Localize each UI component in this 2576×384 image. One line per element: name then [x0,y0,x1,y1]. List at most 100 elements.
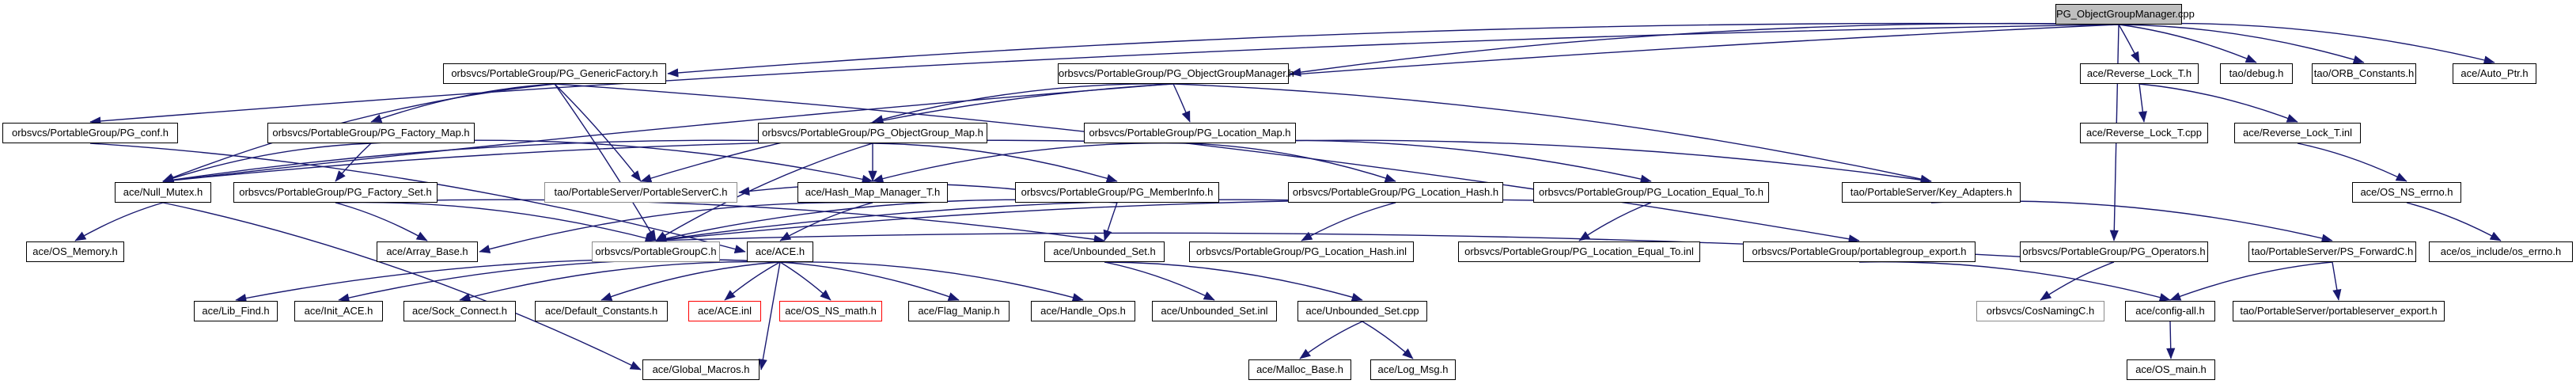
node-ace-default-constants-h[interactable]: ace/Default_Constants.h [535,301,668,321]
edge-aceh-to-flagman [779,261,960,301]
node-orbsvcs-portablegroup-pg-memberinfo-h[interactable]: orbsvcs/PortableGroup/PG_MemberInfo.h [1015,182,1219,203]
edge-cpp-to-ogmh [1290,22,2120,77]
node-orbsvcs-portablegroup-pg-location-hash-h[interactable]: orbsvcs/PortableGroup/PG_Location_Hash.h [1288,182,1503,203]
node-ace-os-main-h[interactable]: ace/OS_main.h [2127,359,2215,380]
node-ace-config-all-h[interactable]: ace/config-all.h [2125,301,2215,321]
edge-cpp-to-revh [2118,24,2140,63]
node-orbsvcs-portablegroupc-h[interactable]: orbsvcs/PortableGroupC.h [592,241,720,262]
edge-cpp-to-orbc [2118,24,2365,64]
node-ace-ace-h[interactable]: ace/ACE.h [747,241,813,262]
edge-aceh-to-sockconn [459,260,781,302]
node-ace-unbounded-set-inl[interactable]: ace/Unbounded_Set.inl [1152,301,1277,321]
edge-aceh-to-libfind [235,258,781,302]
edge-cpp-to-conf [89,24,2120,126]
node-ace-os-ns-errno-h[interactable]: ace/OS_NS_errno.h [2352,182,2461,203]
edge-ogmh-to-keyad [1172,83,1932,184]
node-ace-global-macros-h[interactable]: ace/Global_Macros.h [642,359,760,380]
edge-loceq-to-loceqinl [1578,202,1652,241]
node-ace-auto-ptr-h[interactable]: ace/Auto_Ptr.h [2453,63,2536,84]
edge-aceh-to-osnsmath [779,261,832,301]
node-ace-reverse-lock-t-cpp[interactable]: ace/Reverse_Lock_T.cpp [2080,123,2208,143]
edge-lochash-to-lochashinl [1301,202,1396,241]
edge-hashmap-to-arrbase [479,202,873,253]
node-ace-sock-connect-h[interactable]: ace/Sock_Connect.h [403,301,516,321]
edge-ubsh-to-ubscpp [1104,261,1363,302]
node-orbsvcs-portablegroup-pg-operators-h[interactable]: orbsvcs/PortableGroup/PG_Operators.h [2020,241,2208,262]
node-pg-objectgroupmanager-cpp[interactable]: PG_ObjectGroupManager.cpp [2055,4,2195,25]
node-tao-orb-constants-h[interactable]: tao/ORB_Constants.h [2312,63,2416,84]
node-ace-lib-find-h[interactable]: ace/Lib_Find.h [194,301,278,321]
node-ace-os-include-os-errno-h[interactable]: ace/os_include/os_errno.h [2429,241,2573,262]
edge-generic-to-psc [554,83,642,182]
edge-revh-to-revinl [2138,83,2298,123]
edge-fmap-to-hashmap [370,139,873,184]
node-ace-flag-manip-h[interactable]: ace/Flag_Manip.h [908,301,1010,321]
edge-ogmap-to-meminfo [872,143,1118,183]
edge-loceq-to-pgc [655,199,1652,245]
node-orbsvcs-portablegroup-pg-objectgroupmanager-h[interactable]: orbsvcs/PortableGroup/PG_ObjectGroupMana… [1058,63,1294,84]
node-ace-array-base-h[interactable]: ace/Array_Base.h [377,241,478,262]
edge-cpp-to-autoptr [2118,22,2495,65]
node-ace-handle-ops-h[interactable]: ace/Handle_Ops.h [1031,301,1135,321]
node-tao-portableserver-ps-forwardc-h[interactable]: tao/PortableServer/PS_ForwardC.h [2248,241,2416,262]
edge-nullm-to-osmem [74,202,164,241]
edge-fset-to-ubsh [335,199,1105,244]
node-tao-portableserver-portableserverc-h[interactable]: tao/PortableServer/PortableServerC.h [544,182,737,203]
edge-nullm-to-globmac [162,202,642,371]
node-tao-portableserver-portableserver-export-h[interactable]: tao/PortableServer/portableserver_export… [2233,301,2445,321]
edge-ubscpp-to-malloc [1299,321,1363,359]
node-orbsvcs-portablegroup-pg-conf-h[interactable]: orbsvcs/PortableGroup/PG_conf.h [2,123,178,143]
node-ace-os-ns-math-h[interactable]: ace/OS_NS_math.h [779,301,882,321]
node-orbsvcs-portablegroup-pg-location-equal-to-h[interactable]: orbsvcs/PortableGroup/PG_Location_Equal_… [1533,182,1769,203]
edge-osnserrno-to-osinc [2406,202,2502,241]
node-orbsvcs-portablegroup-pg-location-hash-inl[interactable]: orbsvcs/PortableGroup/PG_Location_Hash.i… [1189,241,1414,262]
node-orbsvcs-portablegroup-portablegroup-export-h[interactable]: orbsvcs/PortableGroup/portablegroup_expo… [1743,241,1976,262]
node-tao-debug-h[interactable]: tao/debug.h [2220,63,2293,84]
edge-generic-to-pgc [554,83,657,241]
edge-revh-to-revcpp [2138,83,2147,123]
edge-aceh-to-initace [338,259,781,302]
node-orbsvcs-portablegroup-pg-factory-map-h[interactable]: orbsvcs/PortableGroup/PG_Factory_Map.h [267,123,475,143]
edge-ogmh-to-ogmap [872,83,1174,124]
edge-conf-to-aceh [89,143,746,253]
node-orbsvcs-portablegroup-pg-objectgroup-map-h[interactable]: orbsvcs/PortableGroup/PG_ObjectGroup_Map… [758,123,987,143]
node-orbsvcs-portablegroup-pg-location-equal-to-inl[interactable]: orbsvcs/PortableGroup/PG_Location_Equal_… [1458,241,1700,262]
node-ace-reverse-lock-t-h[interactable]: ace/Reverse_Lock_T.h [2080,63,2199,84]
edge-generic-to-nullm [162,83,555,182]
edge-cpp-to-generic [667,22,2120,78]
edge-ogmap-to-pgc [655,143,873,241]
node-ace-hash-map-manager-t-h[interactable]: ace/Hash_Map_Manager_T.h [797,182,948,203]
edge-lochash-to-pgc [655,199,1396,244]
node-tao-portableserver-key-adapters-h[interactable]: tao/PortableServer/Key_Adapters.h [1842,182,2021,203]
node-orbsvcs-portablegroup-pg-genericfactory-h[interactable]: orbsvcs/PortableGroup/PG_GenericFactory.… [443,63,666,84]
edge-locmap-to-lochash [1189,143,1396,183]
edge-locmap-to-keyad [1189,139,1932,184]
node-orbsvcs-portablegroup-pg-location-map-h[interactable]: orbsvcs/PortableGroup/PG_Location_Map.h [1084,123,1296,143]
edge-pgexport-to-configall [1858,261,2171,302]
node-ace-log-msg-h[interactable]: ace/Log_Msg.h [1370,359,1456,380]
edge-aceh-to-defconst [600,261,781,301]
node-ace-malloc-base-h[interactable]: ace/Malloc_Base.h [1248,359,1351,380]
edge-psfwd-to-psexport [2332,261,2342,301]
node-ace-null-mutex-h[interactable]: ace/Null_Mutex.h [115,182,211,203]
node-ace-reverse-lock-t-inl[interactable]: ace/Reverse_Lock_T.inl [2234,123,2361,143]
edge-pgops-to-cosnaming [2040,261,2115,301]
node-ace-unbounded-set-cpp[interactable]: ace/Unbounded_Set.cpp [1297,301,1427,321]
edge-fset-to-arrbase [335,202,428,241]
edge-psfwd-to-configall [2169,261,2333,301]
edge-generic-to-pgexport [554,83,1860,244]
edge-cpp-to-nullm [162,24,2120,185]
node-ace-unbounded-set-h[interactable]: ace/Unbounded_Set.h [1044,241,1165,262]
node-ace-ace-inl[interactable]: ace/ACE.inl [688,301,761,321]
edge-configall-to-osmain [2166,321,2176,359]
node-orbsvcs-cosnamingc-h[interactable]: orbsvcs/CosNamingC.h [1976,301,2104,321]
edge-fmap-to-fset [335,143,372,182]
node-ace-os-memory-h[interactable]: ace/OS_Memory.h [26,241,124,262]
edge-fset-to-pgc [335,201,657,243]
edge-locmap-to-hashmap [872,142,1191,184]
edge-aceh-to-aceinl [724,261,781,301]
node-orbsvcs-portablegroup-pg-factory-set-h[interactable]: orbsvcs/PortableGroup/PG_Factory_Set.h [233,182,438,203]
node-ace-init-ace-h[interactable]: ace/Init_ACE.h [294,301,383,321]
edge-keyad-to-psfwd [1930,200,2333,243]
